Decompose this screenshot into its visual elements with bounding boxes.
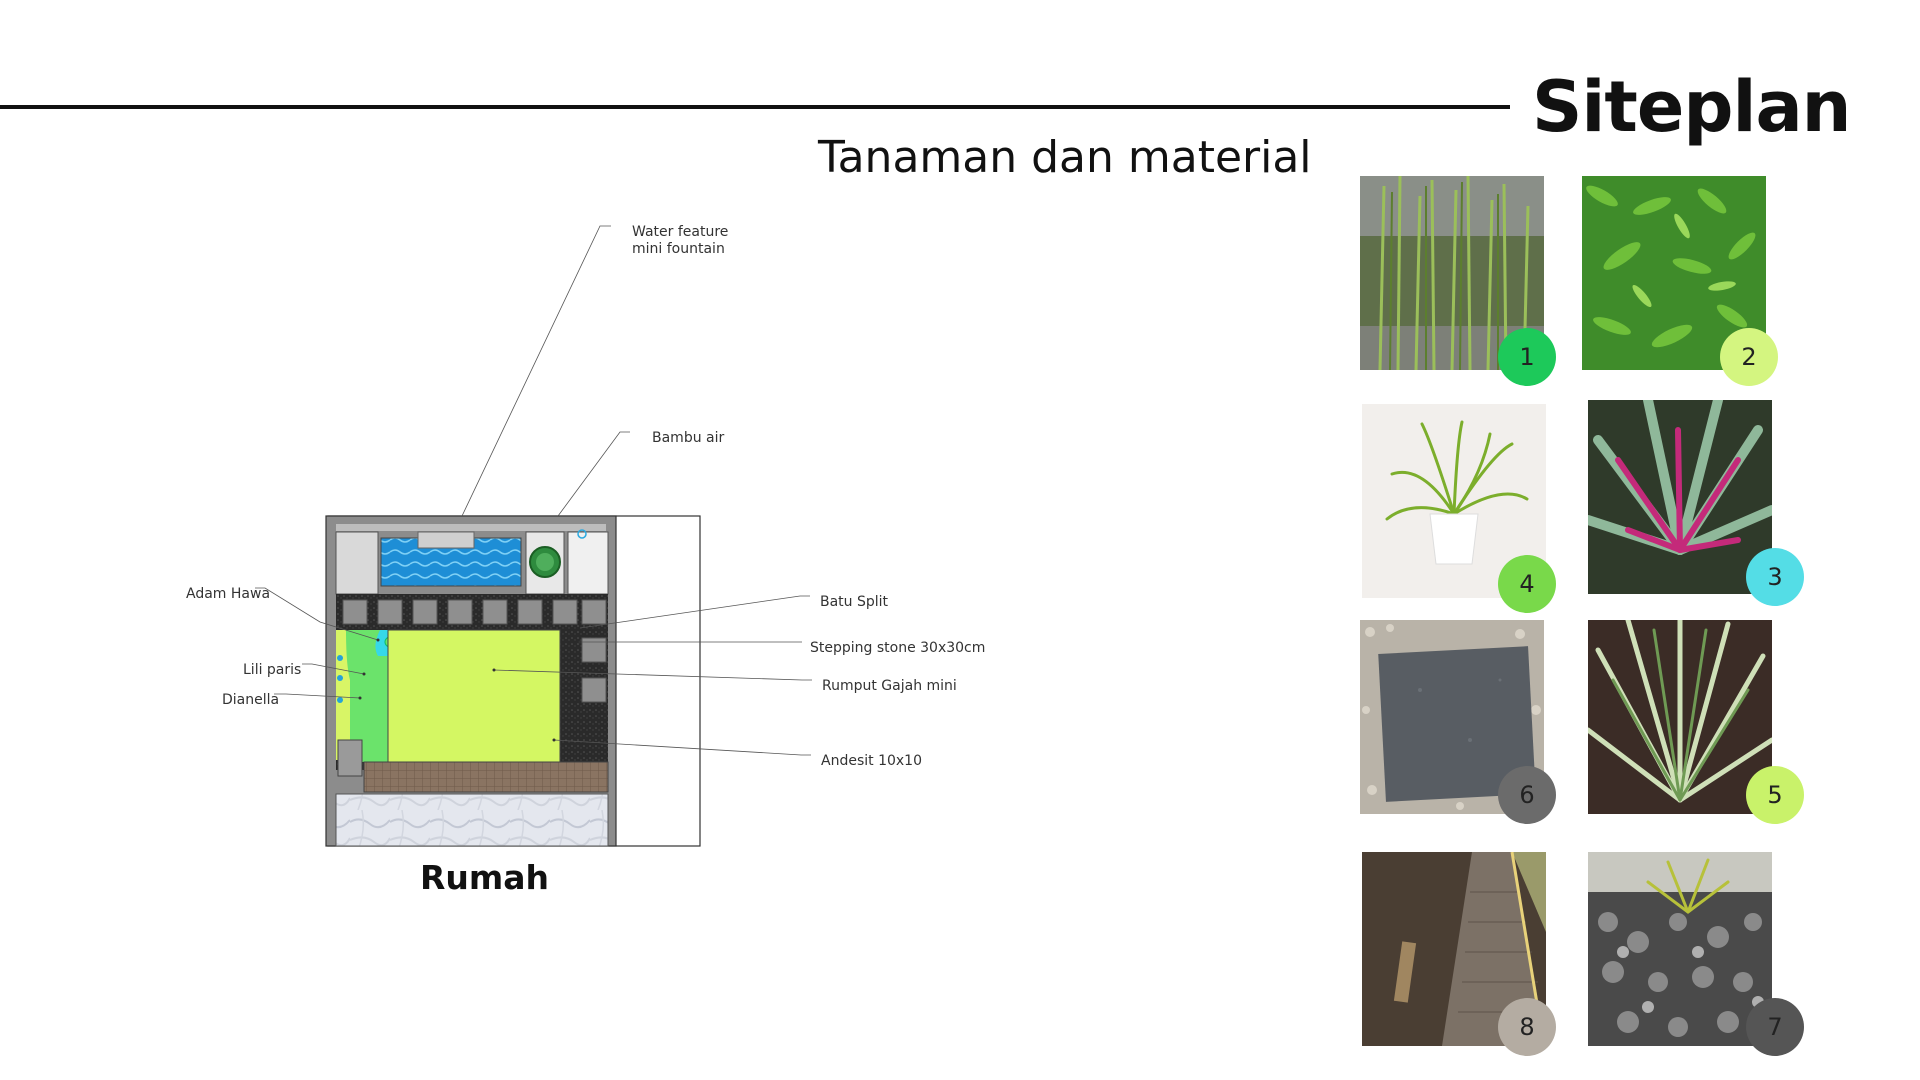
badge-6-number: 6 (1519, 781, 1535, 809)
photo-adam-hawa-plant (1588, 400, 1772, 594)
callout-batu-split: Batu Split (820, 594, 889, 610)
siteplan-diagram: Water feature mini fountain Bambu air Ad… (150, 210, 1050, 910)
siteplan-drawing (255, 225, 812, 847)
building-label: Rumah (420, 858, 550, 897)
badge-8-number: 8 (1519, 1013, 1535, 1041)
callout-stepping-stone: Stepping stone 30x30cm (810, 640, 986, 656)
callout-adam-hawa: Adam Hawa (186, 586, 271, 602)
badge-2-number: 2 (1741, 343, 1757, 371)
badge-7-number: 7 (1767, 1013, 1783, 1041)
callout-water-feature-line1: Water feature (632, 224, 729, 240)
badge-5: 5 (1746, 766, 1804, 824)
badge-3-number: 3 (1767, 563, 1783, 591)
page-title: Siteplan (1532, 66, 1852, 148)
callout-bambu-air: Bambu air (652, 430, 725, 446)
badge-2: 2 (1720, 328, 1778, 386)
badge-4-number: 4 (1519, 570, 1535, 598)
badge-1-number: 1 (1519, 343, 1535, 371)
photo-dianella-plant (1588, 620, 1772, 814)
header-rule (0, 105, 1510, 109)
photo-andesite-paving-path (1362, 852, 1546, 1046)
badge-6: 6 (1498, 766, 1556, 824)
page-subtitle: Tanaman dan material (818, 132, 1312, 183)
callout-rumput-gajah: Rumput Gajah mini (822, 678, 957, 694)
callout-dianella: Dianella (222, 692, 280, 708)
callout-water-feature: Water feature mini fountain (632, 224, 728, 258)
callout-lili-paris: Lili paris (243, 662, 302, 678)
photo-crushed-stone-bed (1588, 852, 1772, 1046)
badge-5-number: 5 (1767, 781, 1783, 809)
badge-1: 1 (1498, 328, 1556, 386)
badge-7: 7 (1746, 998, 1804, 1056)
badge-3: 3 (1746, 548, 1804, 606)
callout-water-feature-line2: mini fountain (632, 241, 725, 257)
callout-andesit: Andesit 10x10 (821, 753, 922, 769)
badge-8: 8 (1498, 998, 1556, 1056)
badge-4: 4 (1498, 555, 1556, 613)
